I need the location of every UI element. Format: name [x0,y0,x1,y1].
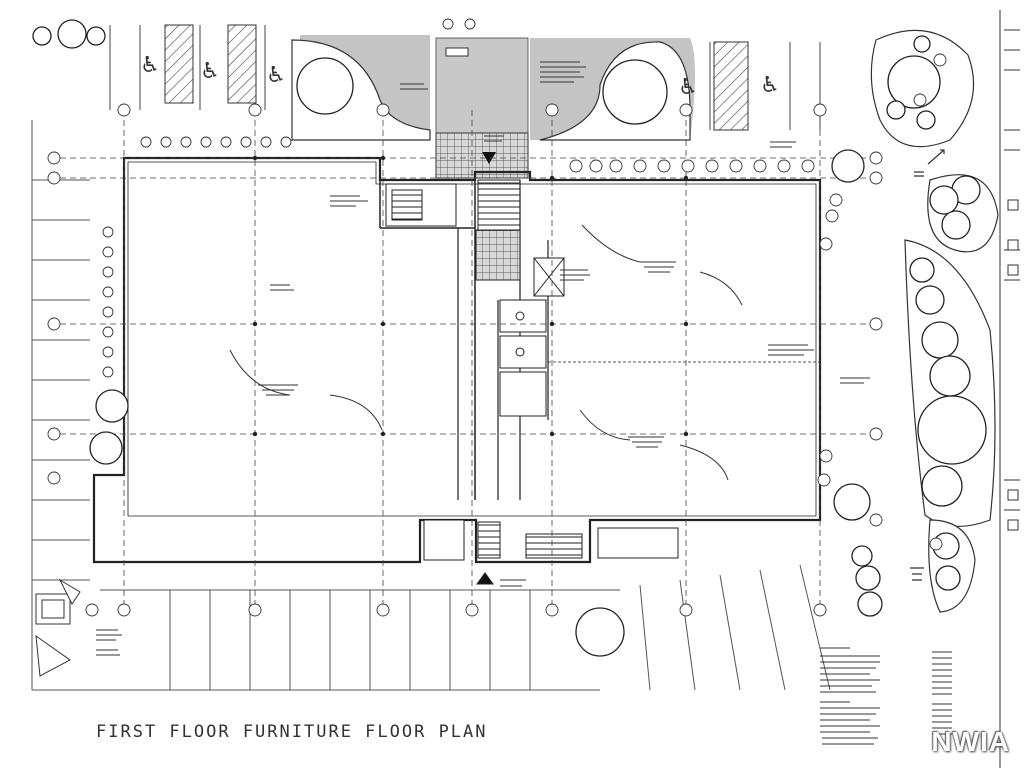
title-block-edge [999,10,1020,768]
shrubs [102,53,947,551]
svg-text:♿: ♿ [266,63,286,88]
site-furniture [35,578,81,677]
north-arrow [910,149,945,581]
watermark-logo: NWIA [931,726,1010,757]
parking-top: ♿ ♿ ♿ ♿ ♿ [109,24,821,131]
small-notes [96,61,870,656]
building-outline [92,156,822,564]
area-tabulation [820,647,952,745]
svg-text:♿: ♿ [140,53,160,78]
structural-columns [252,155,689,437]
column-grid [50,110,880,605]
grid-bubbles [47,18,883,617]
parking-lots [31,120,831,691]
trees [32,19,987,657]
svg-text:♿: ♿ [200,59,220,84]
main-entry-arrow [482,152,496,164]
svg-text:♿: ♿ [760,73,780,98]
building-core [385,179,679,585]
south-entry-arrow [476,572,494,585]
drawing-title: FIRST FLOOR FURNITURE FLOOR PLAN [96,722,488,742]
svg-text:♿: ♿ [678,75,698,100]
annotation-leaders [229,224,743,481]
